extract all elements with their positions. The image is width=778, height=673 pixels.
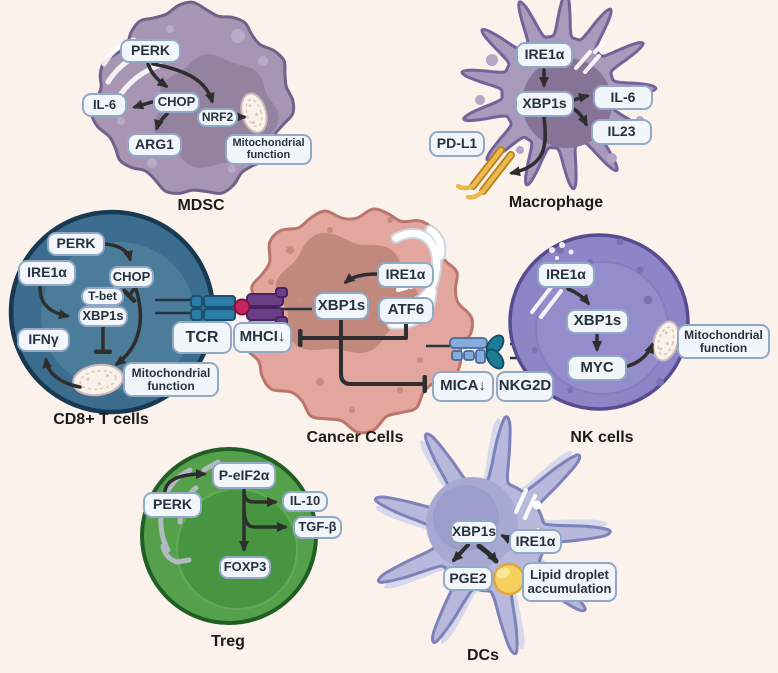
nk-vesicles xyxy=(532,238,664,393)
inhibit-chop-tbet xyxy=(122,287,137,303)
label-cd8-chop: CHOP xyxy=(109,266,154,288)
label-dc-xbp1s: XBP1s xyxy=(450,520,498,544)
label-cd8-tcr: TCR xyxy=(172,321,232,354)
arrow-xbp1s-pdl1 xyxy=(509,116,548,177)
label-cd8-ire1a: IRE1α xyxy=(18,260,76,286)
caption-cd8: CD8+ T cells xyxy=(53,411,149,428)
macrophage-vesicles xyxy=(475,54,644,163)
mhc-peptide-icon xyxy=(233,287,288,327)
label-treg-il10: IL-10 xyxy=(282,491,328,512)
treg-arrows xyxy=(163,469,288,552)
label-cancer-atf6: ATF6 xyxy=(378,297,434,324)
arrow-ire1a-xbp1s xyxy=(566,287,590,306)
label-treg-peif2a: P-eIF2α xyxy=(212,462,276,489)
pdl1-receptor-icon xyxy=(455,146,515,200)
arrow-xbp1s-lipid xyxy=(476,543,499,564)
arrow-ire1a-xbp1s xyxy=(343,272,379,284)
label-nk-nkg2d: NKG2D xyxy=(496,371,554,402)
caption-dc: DCs xyxy=(466,647,499,664)
caption-macrophage: Macrophage xyxy=(508,194,604,211)
arrow-perk-chop xyxy=(146,62,169,88)
mitochondria-icon xyxy=(72,363,124,397)
macrophage-arrows xyxy=(509,68,590,177)
label-dc-pge2: PGE2 xyxy=(443,566,493,591)
label-cd8-mitochondrial-function: Mitochondrial function xyxy=(123,362,219,397)
nk-granules xyxy=(549,242,574,260)
arrow-xbp1s-il23 xyxy=(572,107,588,127)
arrow-myc-mito xyxy=(626,342,654,368)
caption-mdsc: MDSC xyxy=(177,197,225,214)
cd8-arrows xyxy=(38,242,143,389)
arrow-perk-peif2a xyxy=(163,469,207,493)
label-cd8-tbet: T-bet xyxy=(81,287,124,306)
label-macrophage-il6: IL-6 xyxy=(593,85,653,110)
label-macrophage-il23: IL23 xyxy=(591,119,652,145)
label-mdsc-nrf2: NRF2 xyxy=(197,108,238,127)
inhibit-xbp1s-mica xyxy=(339,319,427,393)
membrane-lines xyxy=(155,298,312,315)
label-nk-mitochondrial-function: Mitochondrial function xyxy=(677,324,770,359)
label-mdsc-chop: CHOP xyxy=(153,92,200,113)
label-cd8-ifng: IFNγ xyxy=(17,328,70,352)
mdsc-arrows xyxy=(132,62,247,131)
label-cancer-xbp1s: XBP1s xyxy=(314,292,369,320)
label-macrophage-xbp1s: XBP1s xyxy=(515,91,574,117)
mitochondria-icon xyxy=(652,320,680,362)
label-cd8-xbp1s: XBP1s xyxy=(78,306,128,327)
arrow-ire1a-xbp1s xyxy=(38,285,70,320)
label-dc-ire1a: IRE1α xyxy=(509,529,562,554)
label-treg-tgfb: TGF-β xyxy=(293,516,342,539)
label-treg-perk: PERK xyxy=(143,492,202,518)
label-nk-ire1a: IRE1α xyxy=(537,262,595,288)
label-cancer-ire1a: IRE1α xyxy=(377,262,434,288)
arrow-xbp1s-pge2 xyxy=(451,543,470,563)
lipid-droplet-icon xyxy=(492,562,526,596)
nkg2d-receptor-icon xyxy=(485,334,505,370)
label-treg-foxp3: FOXP3 xyxy=(219,556,271,579)
er-icon xyxy=(574,41,605,74)
label-mdsc-arg1: ARG1 xyxy=(127,133,182,157)
label-mdsc-perk: PERK xyxy=(120,39,181,63)
arrow-chop-arg1 xyxy=(154,112,169,131)
label-cancer-mhci: MHCI↓ xyxy=(233,322,292,353)
label-mdsc-mitochondrial-function: Mitochondrial function xyxy=(225,134,312,165)
tcr-receptor-icon xyxy=(190,295,236,321)
arrow-mito-ifng xyxy=(42,357,82,389)
caption-cancer: Cancer Cells xyxy=(306,429,404,446)
arrow-peif2a-il10 xyxy=(242,490,278,507)
arrow-xbp1s-il6 xyxy=(572,93,590,103)
dc-granule xyxy=(532,500,542,510)
arrow-chop-il6 xyxy=(132,99,154,110)
inhibit-atf6-mhci xyxy=(298,322,408,347)
mitochondria-icon xyxy=(240,92,268,134)
treg-nucleus xyxy=(176,488,298,610)
label-macrophage-pdl1: PD-L1 xyxy=(429,131,485,157)
mica-ligand-icon xyxy=(449,337,488,364)
treg-cell xyxy=(140,447,318,625)
label-macrophage-ire1a: IRE1α xyxy=(516,42,573,68)
nk-arrows xyxy=(566,287,654,368)
label-cancer-mica: MICA↓ xyxy=(432,371,494,402)
arrow-chop-mito xyxy=(114,287,143,366)
cancer-arrows xyxy=(298,272,427,393)
arrow-perk-nrf2 xyxy=(151,62,215,104)
label-nk-myc: MYC xyxy=(567,355,627,381)
tcr-mhc-junction xyxy=(155,287,312,327)
label-cd8-perk: PERK xyxy=(47,232,105,256)
label-dc-lipid-droplet: Lipid droplet accumulation xyxy=(522,562,617,602)
label-mdsc-il6: IL-6 xyxy=(82,93,127,117)
arrow-peif2a-tgfb xyxy=(242,506,288,532)
caption-treg: Treg xyxy=(211,633,245,650)
caption-nk: NK cells xyxy=(570,429,634,446)
arrow-perk-chop xyxy=(103,242,133,262)
label-nk-xbp1s: XBP1s xyxy=(566,309,629,334)
er-icon xyxy=(530,284,563,319)
